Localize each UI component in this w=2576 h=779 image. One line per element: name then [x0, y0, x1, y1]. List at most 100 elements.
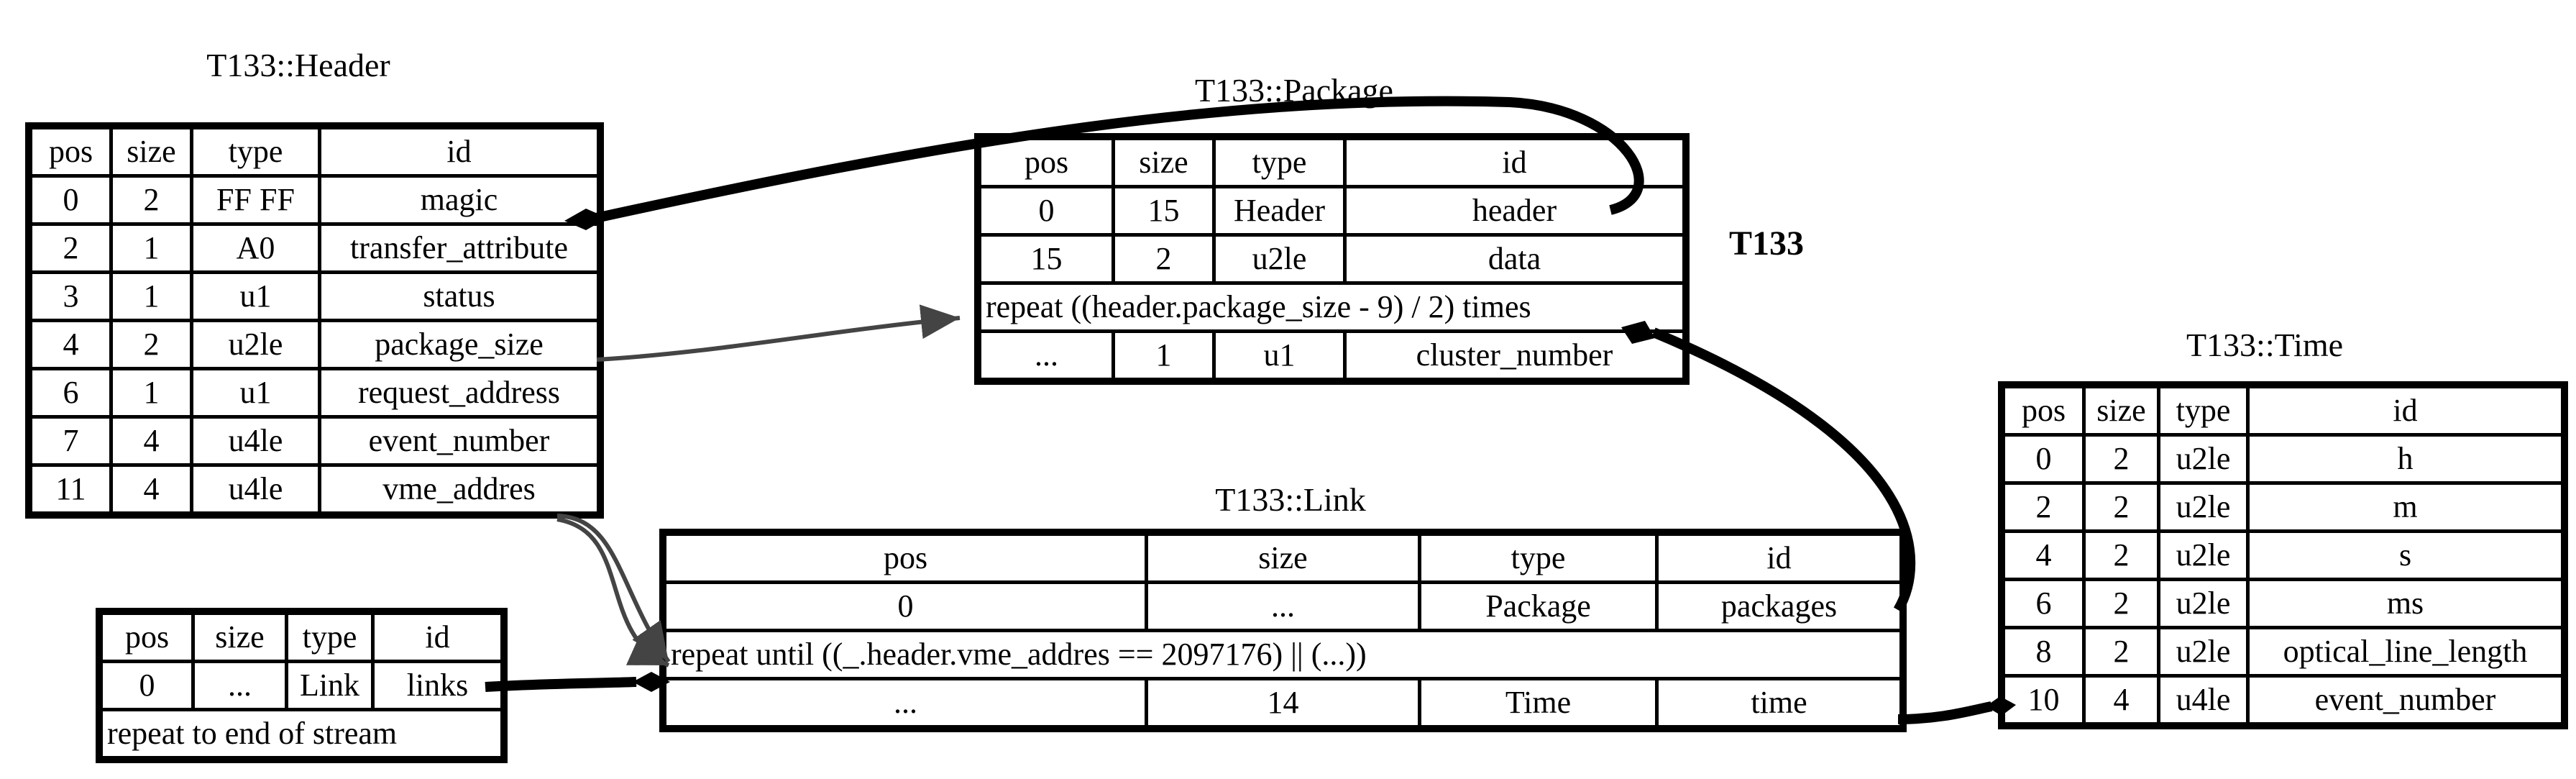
column-header-type: type [190, 126, 321, 178]
column-header-id: id [318, 126, 600, 178]
cell-size: 1 [109, 270, 193, 322]
cell-type: Link [285, 660, 375, 711]
table-row: repeat to end of stream [99, 708, 504, 760]
cell-id: request_address [318, 367, 600, 419]
column-header-size: size [1111, 137, 1216, 188]
cell-pos: 6 [29, 367, 113, 419]
column-header-size: size [109, 126, 193, 178]
cell-size: 1 [109, 222, 193, 274]
cell-id: magic [318, 174, 600, 226]
column-header-size: size [1145, 532, 1421, 584]
column-header-pos: pos [663, 532, 1148, 584]
cell-type: u4le [190, 463, 321, 515]
cell-size: 2 [2082, 481, 2160, 533]
cell-size: ... [191, 660, 288, 711]
cell-type: u2le [2157, 578, 2250, 629]
cell-pos: ... [663, 677, 1148, 729]
cell-type: u4le [2157, 674, 2250, 726]
cell-type: Time [1418, 677, 1659, 729]
header-title: T133::Header [206, 47, 390, 83]
cell-id: packages [1655, 580, 1903, 632]
cell-size: 2 [2082, 626, 2160, 678]
edge-vme-addres-to-link-repeat-b [556, 517, 670, 668]
cell-size: 2 [2082, 433, 2160, 485]
cell-type: u2le [1212, 233, 1347, 285]
cell-type: FF FF [190, 174, 321, 226]
cell-pos: 2 [2002, 481, 2086, 533]
cell-id: ms [2246, 578, 2564, 629]
cell-type: Header [1212, 185, 1347, 237]
cell-pos: 2 [29, 222, 113, 274]
table-row: repeat ((header.package_size - 9) / 2) t… [978, 281, 1686, 333]
cell-size: ... [1145, 580, 1421, 632]
cell-pos: 7 [29, 415, 113, 467]
cell-pos: 8 [2002, 626, 2086, 678]
package-title: T133::Package [1195, 72, 1393, 109]
cell-size: 2 [109, 319, 193, 370]
repeat-condition: repeat ((header.package_size - 9) / 2) t… [978, 281, 1686, 333]
cell-size: 2 [2082, 529, 2160, 581]
column-header-pos: pos [2002, 385, 2086, 437]
cell-pos: ... [978, 329, 1115, 381]
cell-pos: 11 [29, 463, 113, 515]
cell-pos: 6 [2002, 578, 2086, 629]
cell-id: header [1343, 185, 1686, 237]
cell-type: Package [1418, 580, 1659, 632]
column-header-type: type [1418, 532, 1659, 584]
cell-size: 2 [109, 174, 193, 226]
cell-type: u2le [2157, 626, 2250, 678]
column-header-id: id [2246, 385, 2564, 437]
cell-pos: 4 [2002, 529, 2086, 581]
cell-id: event_number [2246, 674, 2564, 726]
cell-size: 4 [109, 415, 193, 467]
cell-id: vme_addres [318, 463, 600, 515]
column-header-pos: pos [29, 126, 113, 178]
repeat-condition: repeat to end of stream [99, 708, 504, 760]
cell-id: status [318, 270, 600, 322]
cell-pos: 0 [99, 660, 195, 711]
cell-size: 14 [1145, 677, 1421, 729]
cell-pos: 10 [2002, 674, 2086, 726]
cell-size: 4 [2082, 674, 2160, 726]
cell-pos: 15 [978, 233, 1115, 285]
column-header-type: type [1212, 137, 1347, 188]
cell-pos: 0 [663, 580, 1148, 632]
cell-type: u1 [1212, 329, 1347, 381]
cell-id: cluster_number [1343, 329, 1686, 381]
cell-size: 2 [1111, 233, 1216, 285]
cell-size: 4 [109, 463, 193, 515]
diagram-title: T133 [1729, 224, 1805, 263]
cell-size: 15 [1111, 185, 1216, 237]
cell-type: u4le [190, 415, 321, 467]
table-row: repeat until ((_.header.vme_addres == 20… [663, 629, 1903, 680]
cell-type: u2le [2157, 481, 2250, 533]
cell-size: 2 [2082, 578, 2160, 629]
cell-type: u1 [190, 270, 321, 322]
cell-id: event_number [318, 415, 600, 467]
edge-package-size-to-repeat [596, 304, 961, 362]
cell-pos: 0 [29, 174, 113, 226]
cell-size: 1 [109, 367, 193, 419]
column-header-type: type [2157, 385, 2250, 437]
